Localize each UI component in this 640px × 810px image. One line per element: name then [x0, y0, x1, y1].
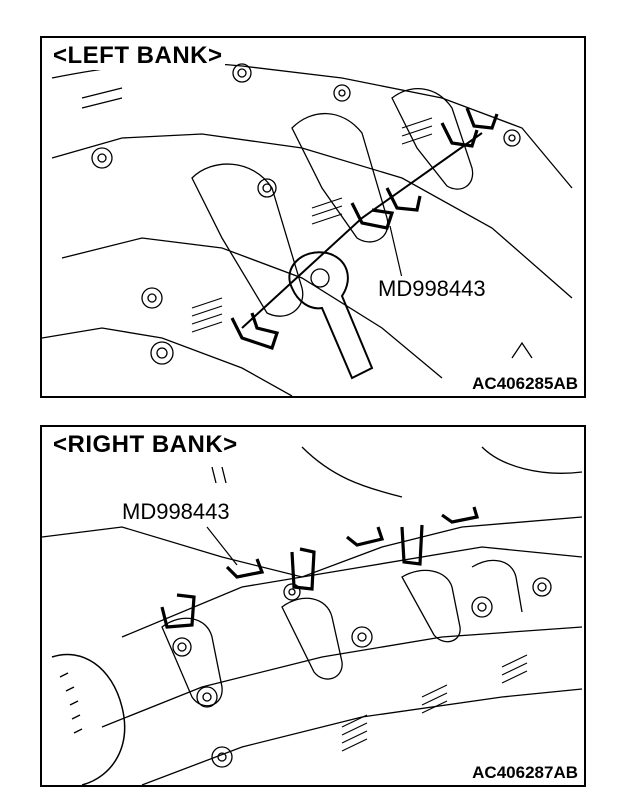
- right-bank-engine-illustration: [42, 446, 583, 785]
- right-tool-label: MD998443: [120, 499, 232, 525]
- right-bank-title: <RIGHT BANK>: [51, 431, 240, 459]
- left-bank-title: <LEFT BANK>: [51, 42, 225, 70]
- left-bank-engine-illustration: [42, 62, 573, 396]
- right-figure-code: AC406287AB: [470, 763, 580, 783]
- left-tool-label: MD998443: [376, 276, 488, 302]
- left-figure-code: AC406285AB: [470, 374, 580, 394]
- right-bank-panel: <RIGHT BANK> MD998443 AC406287AB: [40, 425, 586, 787]
- left-bank-panel: <LEFT BANK> MD998443 AC406285AB: [40, 36, 586, 398]
